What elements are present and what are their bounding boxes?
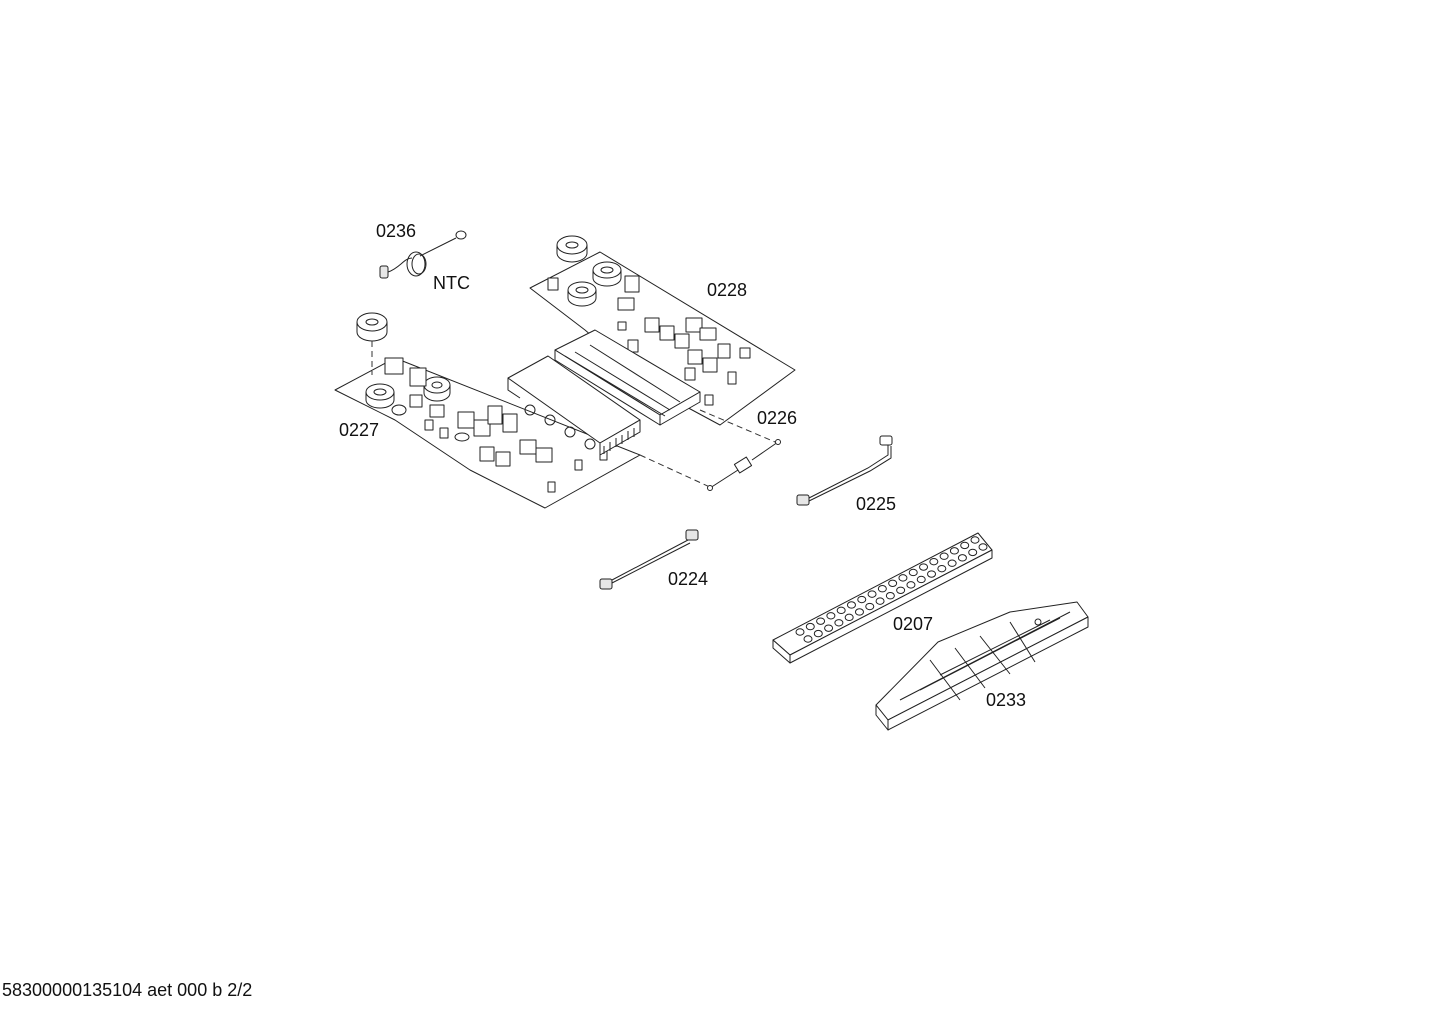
control-key [947,559,957,567]
control-key [857,595,867,604]
control-key [826,612,836,620]
label-0233: 0233 [986,690,1026,710]
control-key [795,628,805,636]
control-key [888,579,898,587]
upper-heatsink [554,329,701,426]
control-key [919,563,929,571]
label-0225: 0225 [856,494,896,514]
control-key [957,554,967,562]
control-key [824,624,834,632]
control-key [854,608,864,616]
control-key [898,574,908,582]
part-0226-ferrite-wire[interactable] [707,439,781,491]
control-key [846,601,856,609]
control-key [805,622,815,631]
control-key [813,629,823,638]
control-key [803,635,813,643]
part-0236-ntc-sensor[interactable] [379,230,467,279]
label-0224: 0224 [668,569,708,589]
part-0233-frame[interactable] [875,601,1089,731]
label-0226: 0226 [757,408,797,428]
label-ntc: NTC [433,273,470,293]
control-key [927,570,937,578]
part-0207-control-board[interactable] [772,532,993,664]
control-key [949,547,959,555]
control-key [960,541,970,550]
label-0227: 0227 [339,420,379,440]
part-0227-lower-board[interactable] [334,312,641,509]
label-0207: 0207 [893,614,933,634]
lower-heatsink [507,355,641,456]
drawing-number: 58300000135104 aet 000 b 2/2 [2,980,253,1000]
control-key [867,590,877,598]
control-key [937,564,947,573]
label-0228: 0228 [707,280,747,300]
control-key [875,597,885,605]
control-key [968,548,978,557]
control-key [836,606,846,615]
control-key [908,568,918,577]
label-0236: 0236 [376,221,416,241]
control-key [906,581,916,589]
control-key [970,536,980,544]
control-key [816,617,826,625]
control-key [885,592,895,600]
control-key [939,552,949,560]
part-0228-upper-board[interactable] [529,235,796,426]
control-key [865,602,875,611]
control-key [896,586,906,594]
control-key [916,575,926,584]
control-key [844,613,854,622]
control-key [929,557,939,566]
control-key [877,585,887,593]
control-key [978,543,988,551]
control-key [834,619,844,627]
part-0225-cable[interactable] [796,435,893,506]
part-0224-cable[interactable] [599,529,699,590]
